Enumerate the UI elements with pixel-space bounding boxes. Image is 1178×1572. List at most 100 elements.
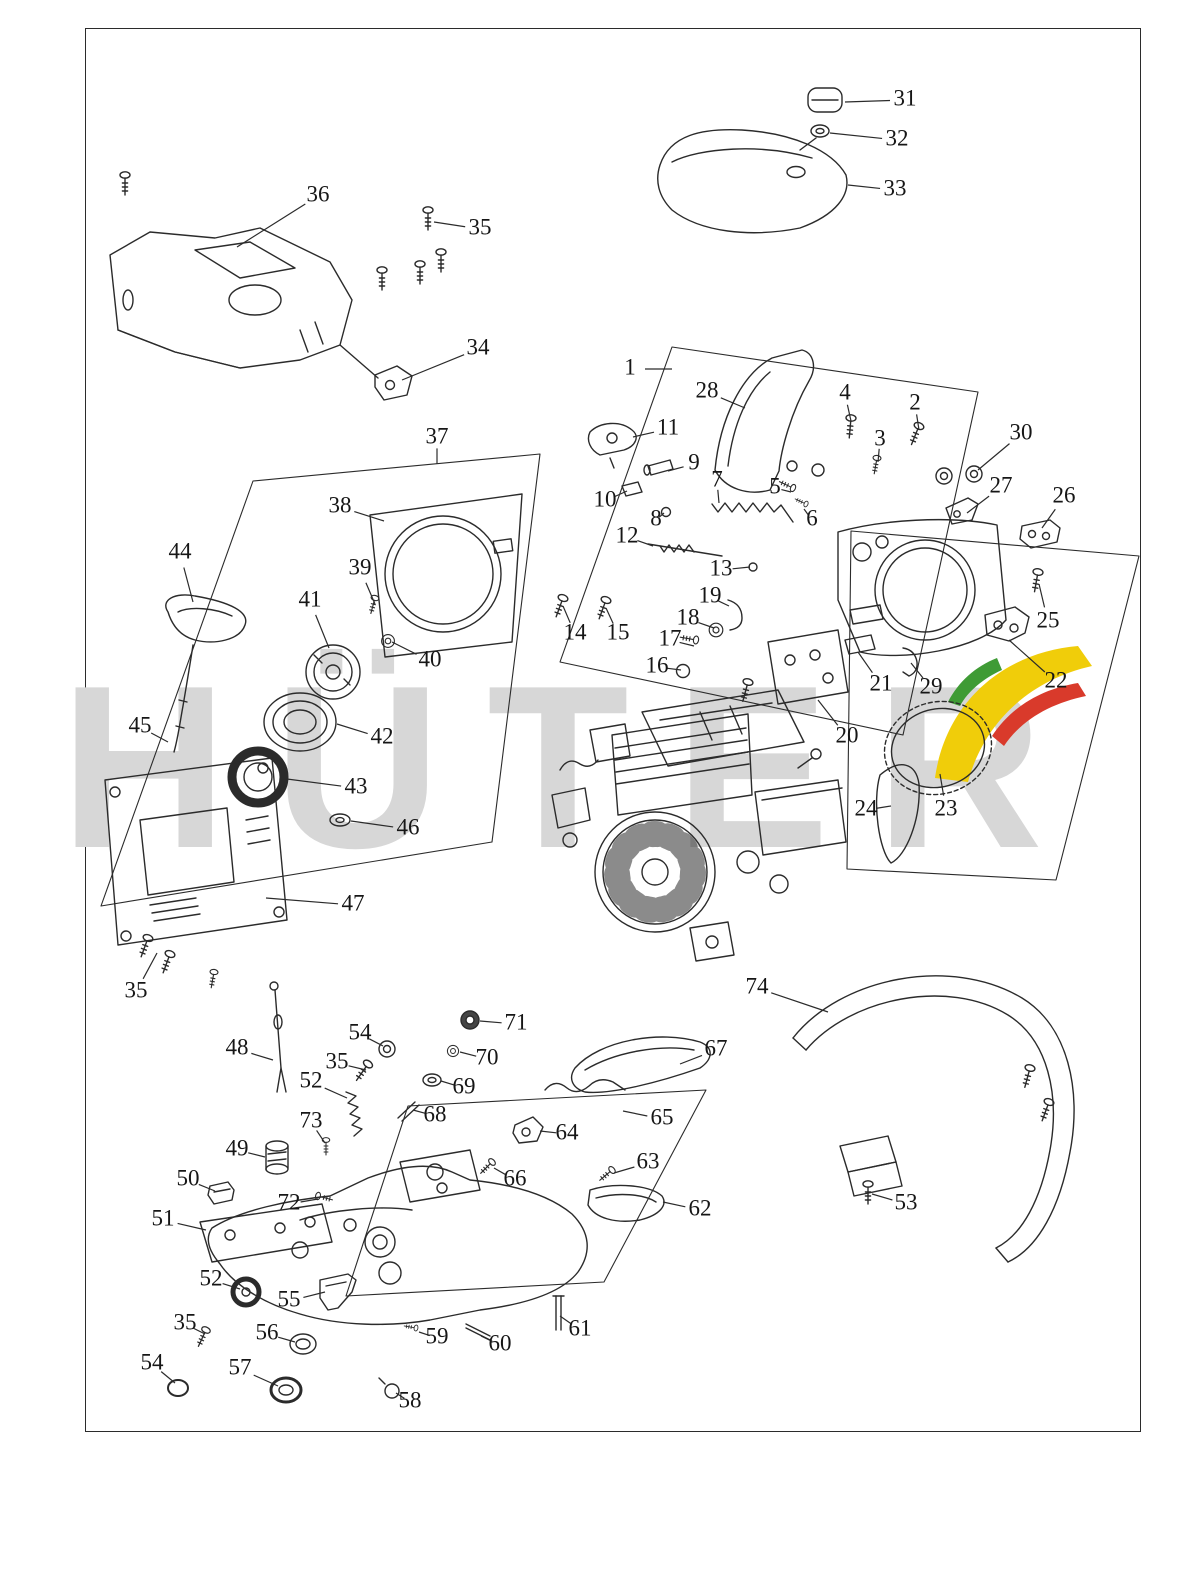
part-number-label: 11 (656, 414, 680, 440)
part-number-label: 8 (650, 505, 662, 531)
bottom-small-parts (167, 1276, 565, 1404)
part-number-label: 16 (645, 652, 669, 678)
part-number-label: 42 (370, 723, 394, 749)
part-number-label: 37 (425, 423, 449, 449)
part-number-label: 50 (176, 1165, 200, 1191)
part-number-label: 29 (919, 673, 943, 699)
part-number-label: 45 (128, 712, 152, 738)
brand-watermark: HÜTER (60, 638, 1090, 897)
part-number-label: 18 (676, 604, 700, 630)
part-number-label: 35 (468, 214, 492, 240)
guard-and-levers (477, 1036, 711, 1222)
part-number-label: 21 (869, 670, 893, 696)
part-number-label: 35 (173, 1309, 197, 1335)
recoil-starter-group (165, 493, 523, 827)
part-number-label: 69 (452, 1073, 476, 1099)
part-number-label: 9 (688, 449, 700, 475)
part-number-label: 4 (839, 379, 851, 405)
part-number-label: 22 (1044, 667, 1068, 693)
part-number-label: 51 (151, 1205, 175, 1231)
part-number-label: 6 (806, 505, 818, 531)
part-number-label: 28 (695, 377, 719, 403)
part-number-label: 43 (344, 773, 368, 799)
part-number-label: 67 (704, 1035, 728, 1061)
part-number-label: 20 (835, 722, 859, 748)
part-number-label: 19 (698, 582, 722, 608)
part-number-label: 65 (650, 1104, 674, 1130)
part-number-label: 74 (745, 973, 769, 999)
part-number-label: 32 (885, 125, 909, 151)
engine-assembly (551, 689, 847, 962)
top-cover (109, 227, 353, 369)
part-number-label: 33 (883, 175, 907, 201)
oil-pickup-and-hardware (207, 981, 480, 1205)
part-number-label: 44 (168, 538, 192, 564)
part-number-label: 36 (306, 181, 330, 207)
fuel-tank-cover (657, 87, 848, 234)
part-number-label: 72 (277, 1189, 301, 1215)
part-number-label: 35 (325, 1048, 349, 1074)
part-number-label: 70 (475, 1044, 499, 1070)
part-number-label: 68 (423, 1101, 447, 1127)
part-number-label: 47 (341, 890, 365, 916)
part-number-label: 5 (769, 473, 781, 499)
part-number-label: 48 (225, 1034, 249, 1060)
part-number-label: 23 (934, 795, 958, 821)
part-number-label: 2 (909, 389, 921, 415)
cover-latch-bracket (339, 344, 413, 401)
part-number-label: 34 (466, 334, 490, 360)
part-number-label: 31 (893, 85, 917, 111)
part-number-label: 59 (425, 1323, 449, 1349)
part-number-label: 63 (636, 1148, 660, 1174)
diagram-border-frame (85, 28, 1141, 1432)
chain-brake-lever (714, 349, 825, 493)
part-number-label: 15 (606, 619, 630, 645)
part-number-label: 40 (418, 646, 442, 672)
part-number-label: 13 (709, 555, 733, 581)
part-number-label: 71 (504, 1009, 528, 1035)
part-number-label: 24 (854, 795, 878, 821)
part-number-label: 64 (555, 1119, 579, 1145)
part-number-label: 14 (563, 619, 587, 645)
brake-linkage-parts (550, 413, 983, 704)
part-number-label: 38 (328, 492, 352, 518)
group-outline-boxes (100, 346, 1140, 1297)
part-number-label: 66 (503, 1165, 527, 1191)
part-number-label: 60 (488, 1330, 512, 1356)
part-number-label: 53 (894, 1189, 918, 1215)
part-number-label: 39 (348, 554, 372, 580)
part-number-label: 58 (398, 1387, 422, 1413)
part-number-label: 26 (1052, 482, 1076, 508)
part-number-label: 3 (874, 425, 886, 451)
part-number-label: 30 (1009, 419, 1033, 445)
part-number-label: 46 (396, 814, 420, 840)
sprocket-cover-assembly (837, 497, 1061, 657)
part-number-label: 35 (124, 977, 148, 1003)
part-number-label: 52 (299, 1067, 323, 1093)
saw-chain-loop (875, 700, 993, 864)
part-number-label: 55 (277, 1286, 301, 1312)
part-number-label: 1 (624, 354, 636, 380)
part-number-label: 41 (298, 586, 322, 612)
part-number-label: 62 (688, 1195, 712, 1221)
starter-housing (104, 757, 288, 990)
part-number-label: 10 (593, 486, 617, 512)
part-number-label: 61 (568, 1315, 592, 1341)
part-number-label: 49 (225, 1135, 249, 1161)
part-number-label: 17 (658, 625, 682, 651)
part-number-label: 12 (615, 522, 639, 548)
part-number-label: 27 (989, 472, 1013, 498)
part-number-label: 57 (228, 1354, 252, 1380)
front-handle-bar (792, 975, 1075, 1263)
rear-handle-tank-assembly (199, 1149, 588, 1326)
part-number-label: 25 (1036, 607, 1060, 633)
part-number-label: 73 (299, 1107, 323, 1133)
part-number-label: 52 (199, 1265, 223, 1291)
part-number-label: 54 (140, 1349, 164, 1375)
brake-band-plate (767, 629, 918, 705)
part-number-label: 7 (711, 466, 723, 492)
